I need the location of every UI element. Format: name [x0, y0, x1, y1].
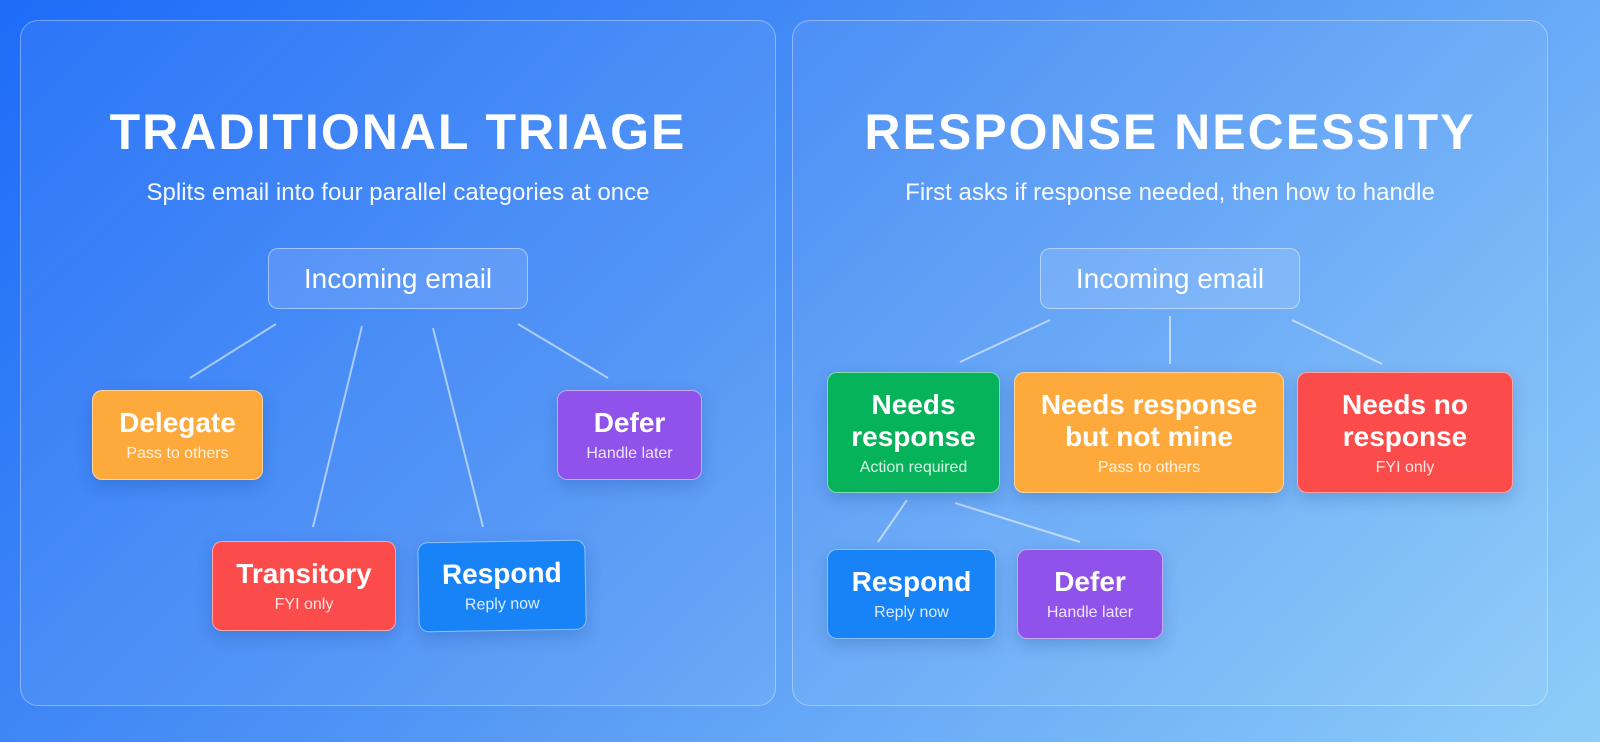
- node-sublabel: Action required: [859, 458, 968, 476]
- node-label: Incoming email: [1075, 262, 1265, 294]
- node-label: Needs no response: [1341, 388, 1469, 452]
- node-sublabel: Pass to others: [1097, 458, 1201, 476]
- panel-subtitle: Splits email into four parallel categori…: [146, 179, 650, 206]
- panel-subtitle: First asks if response needed, then how …: [905, 179, 1435, 206]
- node-label: Incoming email: [303, 262, 493, 294]
- node-sublabel: Pass to others: [126, 445, 229, 462]
- traditional-triage-panel: TRADITIONAL TRIAGE Splits email into fou…: [20, 20, 776, 706]
- node-sublabel: Handle later: [1046, 604, 1134, 621]
- node-label: Needs response: [851, 388, 976, 452]
- node-sublabel: Reply now: [464, 595, 540, 614]
- node-sublabel: Reply now: [874, 604, 949, 621]
- node-sublabel: FYI only: [274, 596, 334, 613]
- node-sublabel: Handle later: [586, 445, 673, 462]
- node-label: Respond: [851, 566, 972, 597]
- node-label: Transitory: [236, 558, 372, 589]
- node-sublabel: FYI only: [1375, 458, 1435, 476]
- node-label: Needs response but not mine: [1040, 388, 1258, 452]
- node-label: Respond: [441, 556, 562, 591]
- node-label: Delegate: [119, 407, 236, 438]
- panel-title: TRADITIONAL TRIAGE: [109, 104, 687, 160]
- panel-title: RESPONSE NECESSITY: [864, 104, 1476, 160]
- node-label: Defer: [593, 407, 666, 438]
- incoming-email-node: Incoming email: [1040, 248, 1300, 309]
- incoming-email-node: Incoming email: [268, 248, 528, 309]
- node-label: Defer: [1054, 566, 1126, 597]
